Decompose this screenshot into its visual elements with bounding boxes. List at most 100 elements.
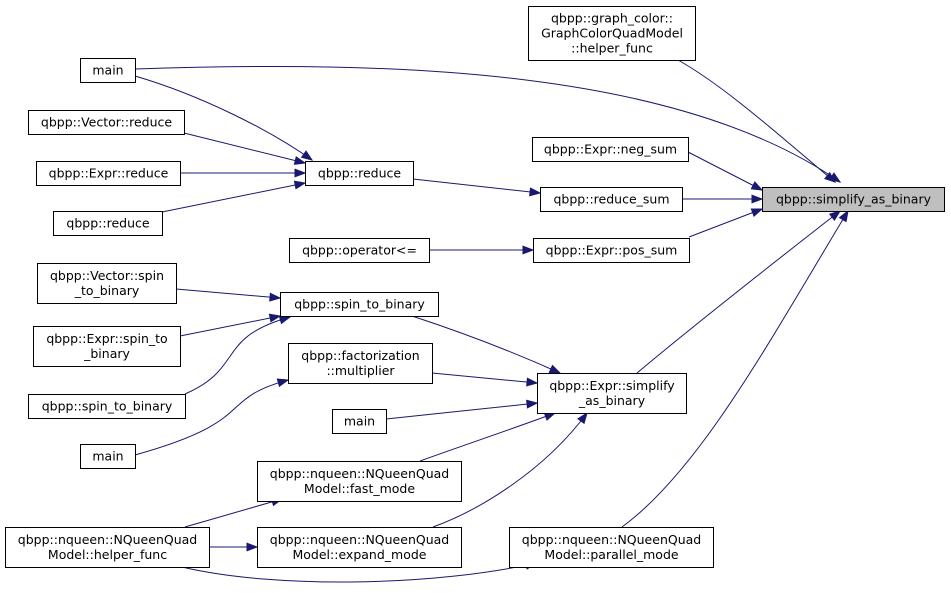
node-vector_reduce[interactable]: qbpp::Vector::reduce [28, 110, 185, 135]
node-label: qbpp::reduce [318, 166, 401, 181]
arrowhead [522, 245, 535, 255]
node-main1[interactable]: main [80, 58, 136, 83]
edge-spin_mid-to-expr_simplify [411, 315, 562, 374]
node-label: qbpp::reduce_sum [554, 192, 670, 207]
edge-main1-to-reduce_mid [134, 75, 314, 161]
node-label: qbpp::spin_to_binary [42, 399, 173, 414]
node-expr_simplify[interactable]: qbpp::Expr::simplify_as_binary [537, 373, 687, 414]
node-box [257, 527, 462, 568]
node-box [5, 527, 210, 568]
arrowhead [750, 181, 764, 191]
node-label: qbpp::factorization [301, 348, 419, 363]
node-reduce_sum[interactable]: qbpp::reduce_sum [540, 187, 683, 212]
node-label: qbpp::nqueen::NQueenQuad [270, 466, 449, 481]
node-box [53, 211, 163, 236]
edge-line [385, 402, 538, 420]
node-label: qbpp::Expr::reduce [49, 166, 169, 181]
arrowhead [526, 399, 539, 409]
arrowhead [526, 377, 539, 387]
edge-pos_sum-to-simplify_as_binary [688, 208, 764, 238]
edge-neg_sum-to-simplify_as_binary [687, 151, 764, 191]
node-neg_sum[interactable]: qbpp::Expr::neg_sum [532, 137, 689, 162]
node-box [305, 161, 414, 186]
node-spin_free[interactable]: qbpp::spin_to_binary [28, 394, 186, 419]
node-label: main [344, 414, 375, 429]
edge-vector_spin-to-spin_mid [175, 288, 282, 302]
edge-expr_reduce-to-reduce_mid [180, 168, 307, 178]
node-box [288, 343, 433, 384]
arrowhead [828, 172, 842, 183]
node-label: qbpp::Expr::neg_sum [544, 142, 677, 157]
node-label: qbpp::operator<= [302, 243, 417, 258]
arrowhead [828, 210, 842, 222]
node-label: GraphColorQuadModel [541, 26, 683, 41]
edge-nqueen_fast-to-expr_simplify [419, 412, 557, 462]
arrowhead [293, 156, 307, 165]
edge-expr_spin-to-spin_mid [179, 313, 282, 337]
node-box [80, 444, 136, 469]
node-box [533, 238, 690, 263]
edge-line [134, 65, 841, 183]
node-spin_mid[interactable]: qbpp::spin_to_binary [280, 292, 439, 317]
node-expr_reduce[interactable]: qbpp::Expr::reduce [36, 161, 181, 186]
edge-nqueen_helper-to-nqueen_expand [209, 542, 259, 552]
edge-main2-to-expr_simplify [385, 399, 539, 420]
edge-line [175, 288, 281, 299]
node-main2[interactable]: main [332, 409, 387, 434]
node-nqueen_helper[interactable]: qbpp::nqueen::NQueenQuadModel::helper_fu… [5, 527, 210, 568]
edge-line [412, 178, 541, 194]
node-box [289, 238, 430, 263]
node-label: qbpp::spin_to_binary [294, 297, 425, 312]
edge-line [432, 412, 588, 528]
arrowhead [300, 150, 314, 161]
arrowhead [750, 208, 764, 217]
node-label: Model::parallel_mode [544, 547, 678, 562]
arrowhead [276, 378, 290, 388]
node-label: qbpp::Vector::reduce [41, 115, 172, 130]
arrowhead [577, 411, 588, 425]
node-label: qbpp::Expr::spin_to [46, 331, 167, 346]
node-box [33, 326, 181, 367]
edge-nqueen_parallel-to-simplify_as_binary [621, 209, 849, 528]
node-label: qbpp::nqueen::NQueenQuad [270, 532, 449, 547]
node-reduce_mid[interactable]: qbpp::reduce [305, 161, 414, 186]
node-operator_le[interactable]: qbpp::operator<= [289, 238, 430, 263]
arrowhead [529, 187, 542, 197]
node-box [332, 409, 387, 434]
edges-layer [134, 59, 849, 583]
node-nqueen_expand[interactable]: qbpp::nqueen::NQueenQuadModel::expand_mo… [257, 527, 462, 568]
arrowhead [543, 412, 557, 421]
node-label: qbpp::graph_color:: [551, 11, 673, 26]
node-fact_mult[interactable]: qbpp::factorization::multiplier [288, 343, 433, 384]
node-label: qbpp::reduce [66, 216, 149, 231]
node-box [28, 394, 186, 419]
node-box [37, 263, 177, 304]
node-vector_spin[interactable]: qbpp::Vector::spin_to_binary [37, 263, 177, 304]
edge-reduce_mid-to-reduce_sum [412, 178, 542, 197]
edge-line [184, 498, 283, 528]
edge-main3-to-fact_mult [134, 378, 290, 456]
node-label: Model::helper_func [48, 547, 167, 562]
node-reduce_free[interactable]: qbpp::reduce [53, 211, 163, 236]
arrowhead [838, 209, 849, 223]
node-label: qbpp::Expr::simplify [549, 378, 675, 393]
node-main3[interactable]: main [80, 444, 136, 469]
edge-line [688, 208, 763, 238]
node-graph_color_helper[interactable]: qbpp::graph_color::GraphColorQuadModel::… [528, 6, 696, 61]
edge-vector_reduce-to-reduce_mid [183, 132, 307, 165]
node-nqueen_parallel[interactable]: qbpp::nqueen::NQueenQuadModel::parallel_… [509, 527, 714, 568]
edge-fact_mult-to-expr_simplify [431, 372, 539, 387]
node-box [257, 461, 462, 502]
edge-line [134, 75, 313, 161]
node-label: _binary [83, 346, 130, 361]
node-label: qbpp::Vector::spin [50, 268, 164, 283]
node-box [36, 161, 181, 186]
edge-line [687, 151, 763, 191]
node-expr_spin[interactable]: qbpp::Expr::spin_to_binary [33, 326, 181, 367]
node-simplify_as_binary[interactable]: qbpp::simplify_as_binary [762, 187, 945, 212]
arrowhead [268, 313, 282, 323]
edge-line [431, 372, 538, 384]
node-pos_sum[interactable]: qbpp::Expr::pos_sum [533, 238, 690, 263]
